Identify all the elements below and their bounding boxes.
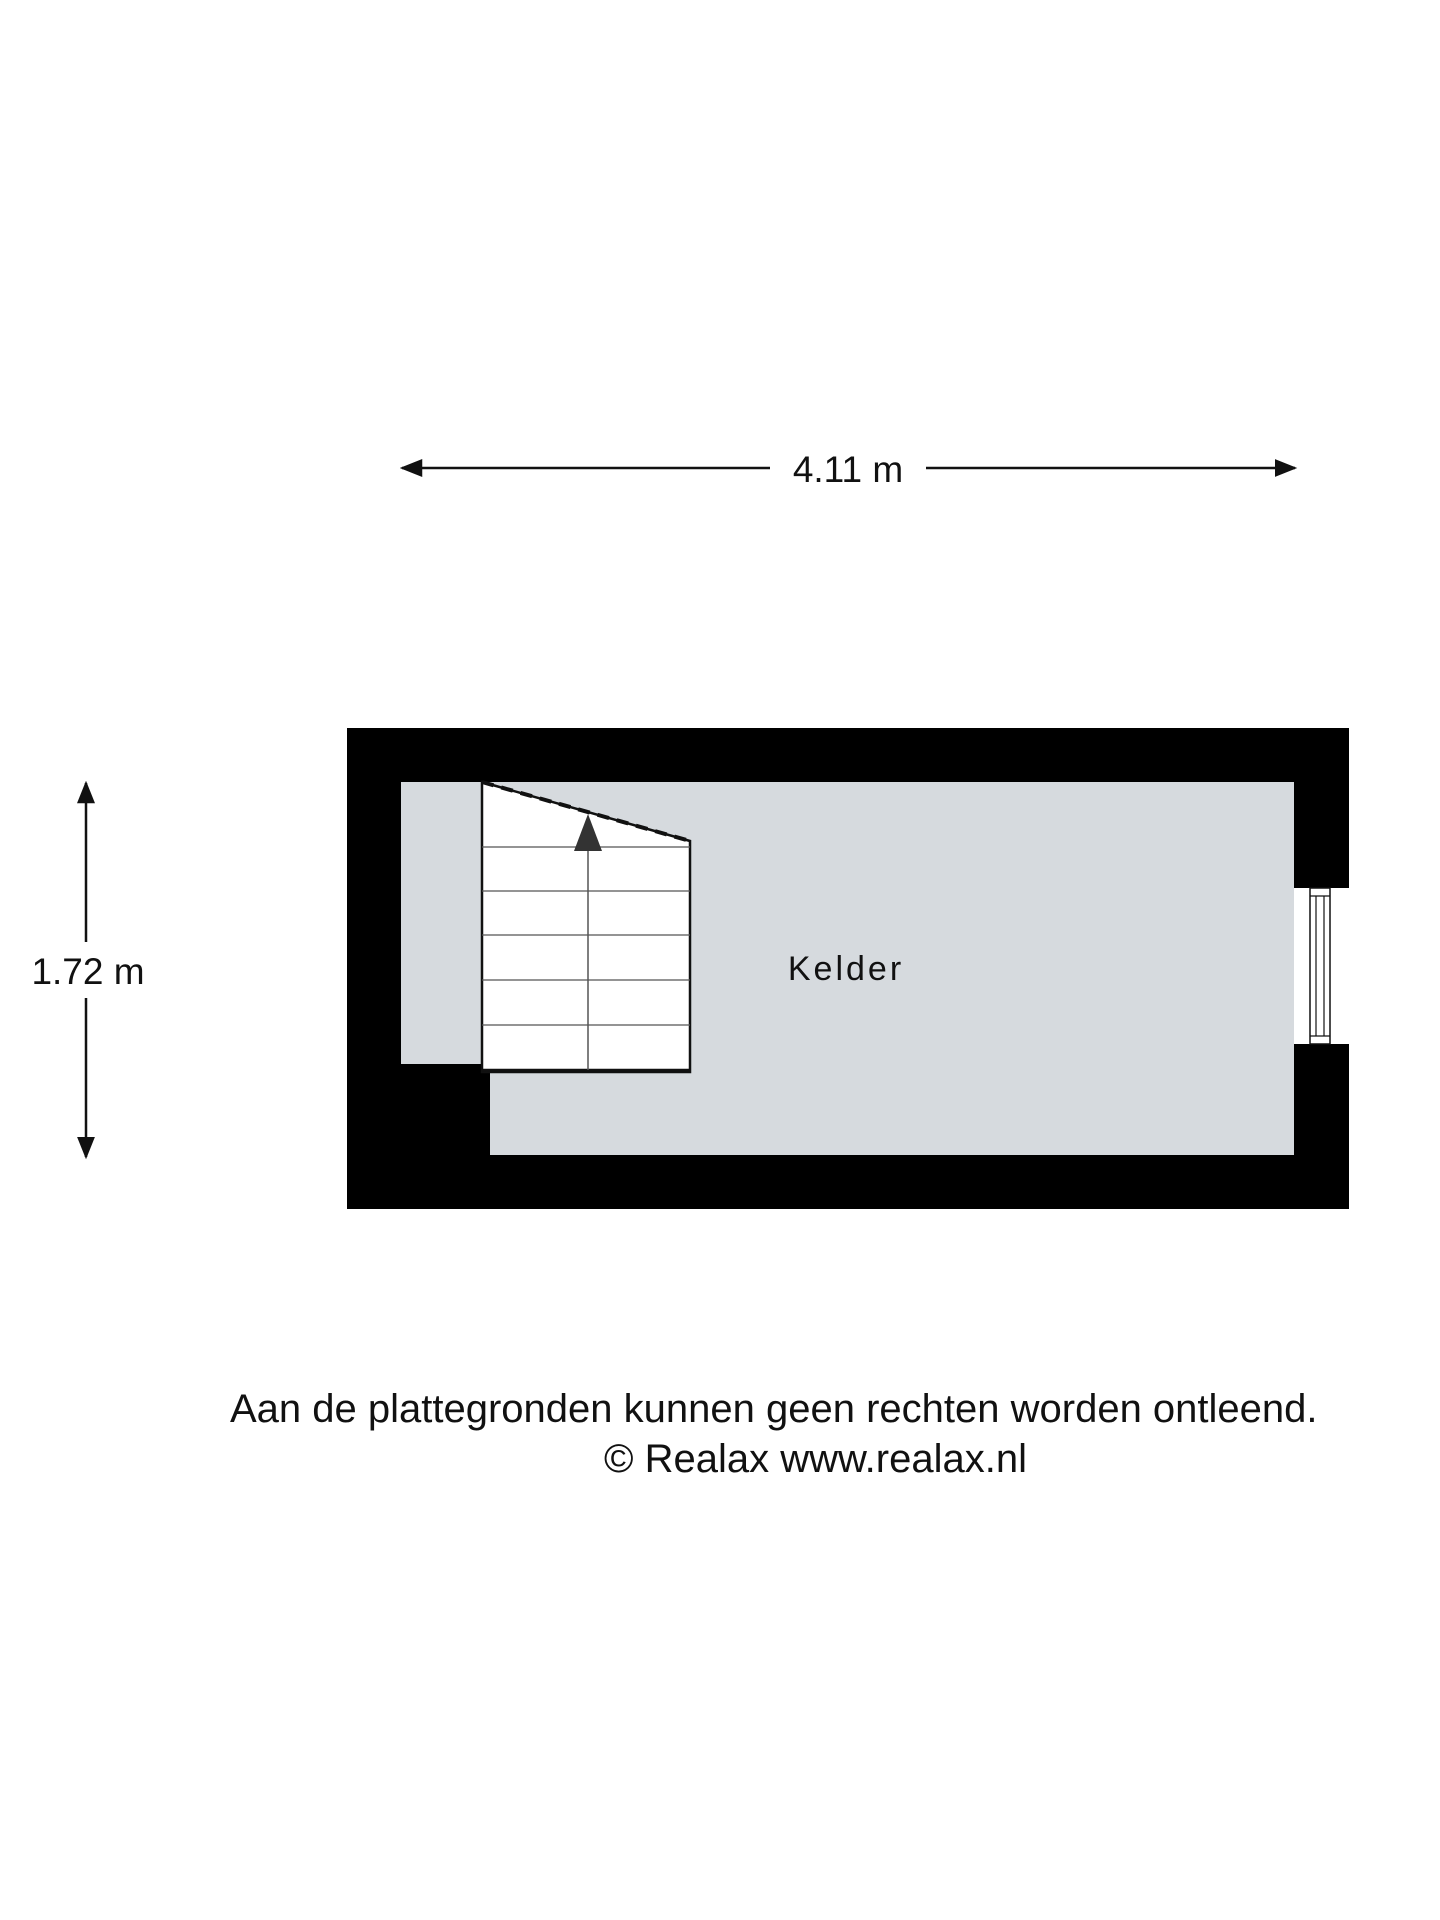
window	[1294, 887, 1349, 1045]
staircase	[480, 780, 692, 1074]
width-dimension: 4.11 m	[399, 449, 1298, 490]
copyright-text: © Realax www.realax.nl	[604, 1437, 1027, 1481]
footer: Aan de plattegronden kunnen geen rechten…	[0, 1384, 1440, 1484]
height-label: 1.72 m	[31, 951, 144, 992]
room-label-kelder: Kelder	[788, 950, 904, 988]
height-dimension: 1.72 m	[31, 780, 145, 1160]
room-floor	[401, 782, 1294, 1155]
stair-direction-arrow-icon	[574, 814, 602, 851]
disclaimer-text: Aan de plattegronden kunnen geen rechten…	[230, 1387, 1318, 1431]
width-label: 4.11 m	[793, 449, 903, 490]
